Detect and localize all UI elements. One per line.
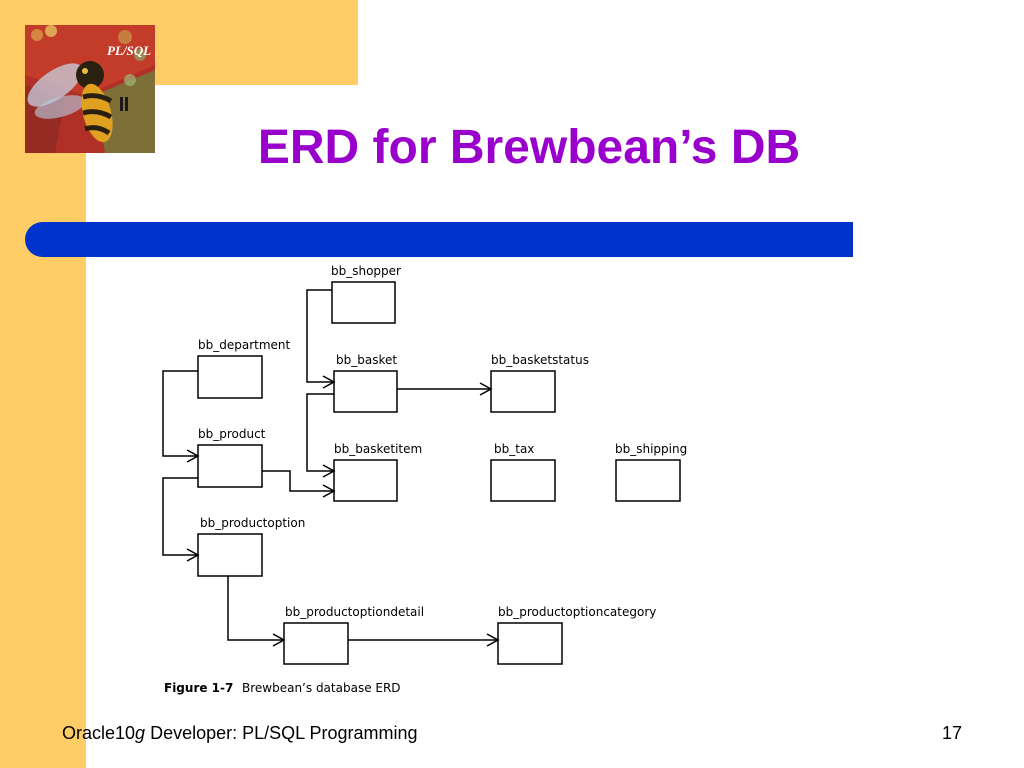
footer-course-title: Oracle10g Developer: PL/SQL Programming [62,723,418,744]
entity-label-bb-shopper: bb_shopper [331,264,401,278]
entity-bb-product [197,444,263,488]
footer-italic: g [135,723,146,743]
figure-caption-label: Figure 1-7 [164,681,233,695]
slide-title: ERD for Brewbean’s DB [257,121,801,174]
entity-label-bb-shipping: bb_shipping [615,442,687,456]
page-number: 17 [941,723,962,743]
footer-prefix: Oracle10 [62,723,136,743]
entity-bb-shipping [615,459,681,502]
entity-label-bb-productoptioncategory: bb_productoptioncategory [498,605,656,619]
entity-bb-basket [333,370,398,413]
relationship-lines [162,289,500,647]
entity-label-bb-basketstatus: bb_basketstatus [491,353,589,367]
entity-bb-productoption [197,533,263,577]
entity-bb-tax [490,459,556,502]
entity-label-bb-basketitem: bb_basketitem [334,442,422,456]
title-underline-bar [25,222,853,257]
entity-label-bb-tax: bb_tax [494,442,534,456]
logo-text: PL/SQL [107,43,151,58]
entity-bb-department [197,355,263,399]
entity-bb-productoptioncategory [497,622,563,665]
entity-label-bb-productoption: bb_productoption [200,516,305,530]
figure-caption-text: Brewbean’s database ERD [242,681,401,695]
entity-label-bb-productoptiondetail: bb_productoptiondetail [285,605,424,619]
entity-bb-shopper [331,281,396,324]
entity-label-bb-basket: bb_basket [336,353,397,367]
entity-label-bb-product: bb_product [198,427,266,441]
entity-bb-basketitem [333,459,398,502]
entity-label-bb-department: bb_department [198,338,291,352]
entity-bb-productoptiondetail [283,622,349,665]
plsql-bee-logo: PL/SQL [25,25,155,153]
erd-diagram: bb_shopper bb_department bb_basket bb_ba… [162,264,687,695]
entity-bb-basketstatus [490,370,556,413]
footer-suffix: Developer: PL/SQL Programming [145,723,418,743]
